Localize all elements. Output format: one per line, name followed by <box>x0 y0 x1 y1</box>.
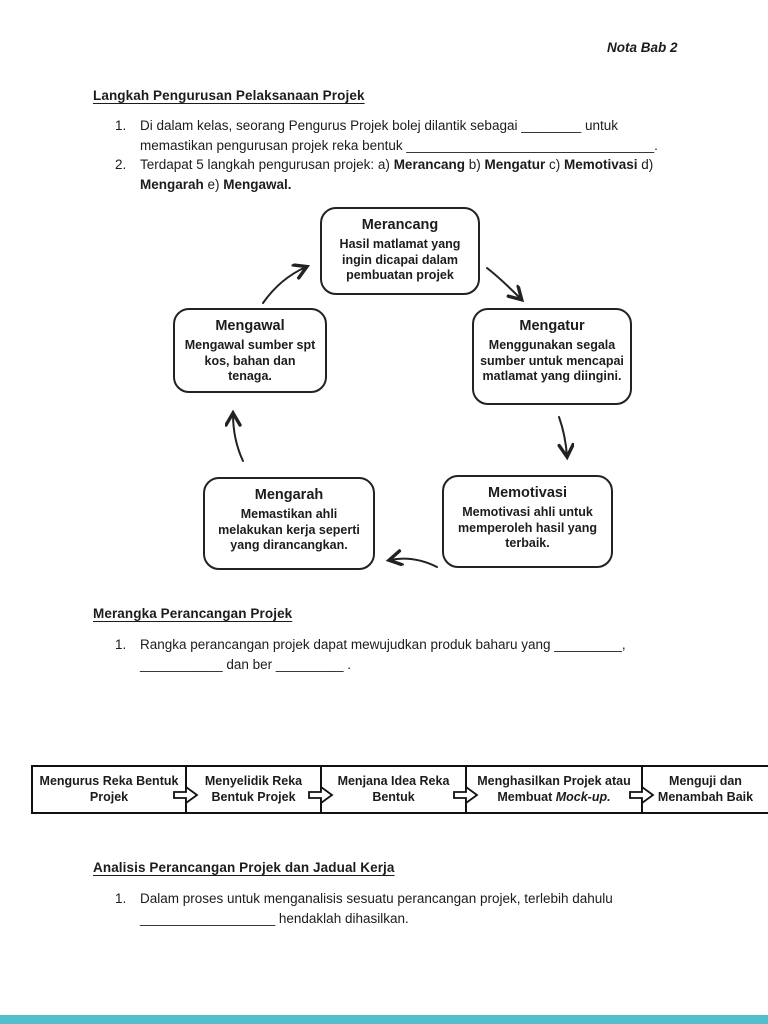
arrow-mengarah-to-mengawal <box>233 414 244 462</box>
cycle-box-title: Memotivasi <box>488 485 567 501</box>
item2-sep4: e) <box>203 176 224 192</box>
list-item-text: Terdapat 5 langkah pengurusan projek: a)… <box>140 155 700 194</box>
step-word-memotivasi: Memotivasi <box>563 157 638 172</box>
list-item-text: Di dalam kelas, seorang Pengurus Projek … <box>140 116 700 155</box>
step-line1: Menghasilkan Projek atau <box>477 774 631 788</box>
item2-sep2: c) <box>545 157 564 172</box>
process-step-menguji: Menguji dan Menambah Baik <box>643 767 768 812</box>
analisis-line2: __________________ hendaklah dihasilkan. <box>140 910 409 926</box>
viewer-bottom-bar <box>0 1015 768 1024</box>
arrow-mengawal-to-merancang <box>262 267 306 304</box>
list-number: 1. <box>115 118 127 133</box>
block-arrow-icon <box>453 785 479 805</box>
step-line1: Menyelidik Reka <box>204 774 303 788</box>
list-number: 2. <box>115 157 127 172</box>
step-line2: Projek <box>89 789 129 804</box>
arrow-mengatur-to-memotivasi <box>559 416 567 456</box>
item2-sep3: d) <box>637 157 654 172</box>
block-arrow-icon <box>308 785 334 805</box>
cycle-box-body: Memotivasi ahli untuk memperoleh hasil y… <box>458 505 597 550</box>
step-line2-prefix: Membuat <box>497 789 556 804</box>
cycle-box-merancang: Merancang Hasil matlamat yang ingin dica… <box>320 207 480 295</box>
step-word-mengawal: Mengawal. <box>223 176 292 192</box>
cycle-box-body: Memastikan ahli melakukan kerja seperti … <box>218 507 360 552</box>
process-step-menyelidik: Menyelidik Reka Bentuk Projek <box>187 767 322 812</box>
process-step-menjana: Menjana Idea Reka Bentuk <box>322 767 467 812</box>
cycle-box-memotivasi: Memotivasi Memotivasi ahli untuk mempero… <box>442 475 613 568</box>
step-word-merancang: Merancang <box>393 157 465 172</box>
process-flow-band: Mengurus Reka Bentuk Projek Menyelidik R… <box>31 765 768 814</box>
heading-langkah-pengurusan: Langkah Pengurusan Pelaksanaan Projek <box>93 88 365 103</box>
cycle-box-mengarah: Mengarah Memastikan ahli melakukan kerja… <box>203 477 375 570</box>
list-item-text: Rangka perancangan projek dapat mewujudk… <box>140 635 700 674</box>
process-step-menghasilkan: Menghasilkan Projek atau Membuat Mock-up… <box>467 767 643 812</box>
analisis-line1: Dalam proses untuk menganalisis sesuatu … <box>140 891 613 906</box>
step-line2: Bentuk Projek <box>211 789 296 804</box>
cycle-box-title: Mengawal <box>215 318 285 334</box>
list-item: 1. Rangka perancangan projek dapat mewuj… <box>115 635 700 674</box>
cycle-box-body: Menggunakan segala sumber untuk mencapai… <box>480 338 624 383</box>
heading-merangka-perancangan: Merangka Perancangan Projek <box>93 606 293 621</box>
cycle-box-mengatur: Mengatur Menggunakan segala sumber untuk… <box>472 308 632 405</box>
step-line2: Membuat Mock-up. <box>497 790 610 806</box>
step-word-mengatur: Mengatur <box>484 157 546 172</box>
item1-line1: Di dalam kelas, seorang Pengurus Projek … <box>140 118 619 133</box>
cycle-box-body: Hasil matlamat yang ingin dicapai dalam … <box>339 237 461 282</box>
heading-analisis-perancangan: Analisis Perancangan Projek dan Jadual K… <box>93 860 395 875</box>
cycle-box-title: Mengarah <box>254 487 324 503</box>
cycle-box-mengawal: Mengawal Mengawal sumber spt kos, bahan … <box>173 308 327 393</box>
list-number: 1. <box>115 637 127 652</box>
cycle-box-title: Mengatur <box>519 318 585 334</box>
item2-sep1: b) <box>464 157 485 172</box>
block-arrow-icon <box>173 785 199 805</box>
cycle-box-body: Mengawal sumber spt kos, bahan dan tenag… <box>184 338 316 383</box>
step-line1: Mengurus Reka Bentuk <box>39 774 179 788</box>
page-note-label: Nota Bab 2 <box>607 40 678 55</box>
block-arrow-icon <box>629 785 655 805</box>
item1-line2: memastikan pengurusan projek reka bentuk… <box>140 137 658 153</box>
process-step-mengurus: Mengurus Reka Bentuk Projek <box>33 767 187 812</box>
step-line2: Bentuk <box>372 789 415 804</box>
item2-prefix: Terdapat 5 langkah pengurusan projek: a) <box>140 157 394 172</box>
mockup-italic: Mock-up. <box>555 789 611 804</box>
list-item: 2. Terdapat 5 langkah pengurusan projek:… <box>115 155 700 194</box>
arrow-memotivasi-to-mengarah <box>390 559 438 568</box>
arrow-merancang-to-mengatur <box>486 267 521 299</box>
list-item-text: Dalam proses untuk menganalisis sesuatu … <box>140 889 700 928</box>
step-line2: Menambah Baik <box>657 789 754 804</box>
merangka-line1: Rangka perancangan projek dapat mewujudk… <box>140 637 626 652</box>
cycle-box-title: Merancang <box>361 217 439 233</box>
merangka-line2: ___________ dan ber _________ . <box>140 656 351 672</box>
list-number: 1. <box>115 891 127 906</box>
list-item: 1. Di dalam kelas, seorang Pengurus Proj… <box>115 116 700 155</box>
step-word-mengarah: Mengarah <box>140 176 204 192</box>
step-line1: Menguji dan <box>669 774 742 788</box>
list-item: 1. Dalam proses untuk menganalisis sesua… <box>115 889 700 928</box>
step-line1: Menjana Idea Reka <box>337 774 450 788</box>
